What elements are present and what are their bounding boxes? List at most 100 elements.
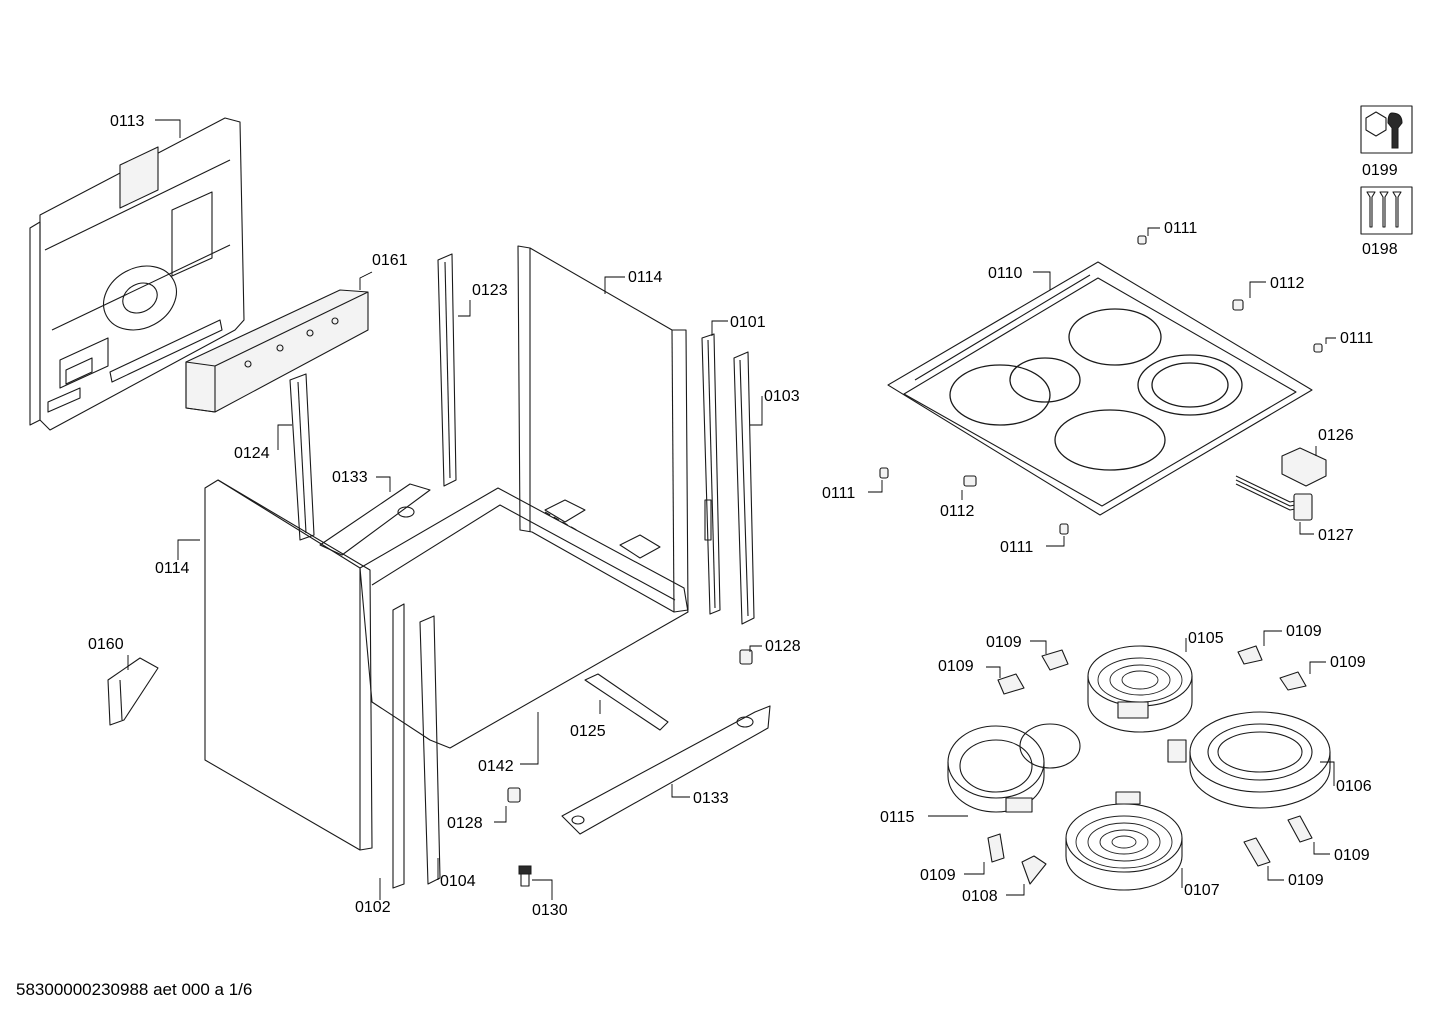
svg-text:0111: 0111 — [1000, 539, 1033, 556]
tool-icon-box[interactable]: 0199 — [1360, 105, 1413, 179]
svg-text:0108: 0108 — [962, 888, 998, 905]
back-panel-part[interactable] — [29, 117, 245, 431]
label-0111-top: 0111 — [1147, 220, 1197, 237]
rail-0123-part[interactable] — [437, 253, 457, 487]
label-0123: 0123 — [458, 282, 508, 317]
rail-0102-part[interactable] — [392, 603, 405, 889]
front-trim-part[interactable] — [185, 289, 369, 413]
clip-0109-a-part[interactable] — [1041, 649, 1069, 671]
label-0127: 0127 — [1299, 522, 1354, 544]
svg-text:0123: 0123 — [472, 282, 508, 299]
wiring-0127-part[interactable] — [1235, 475, 1313, 521]
svg-text:0106: 0106 — [1336, 778, 1372, 795]
label-0130: 0130 — [532, 879, 568, 919]
svg-text:0111: 0111 — [1340, 330, 1373, 347]
clip-0109-e-part[interactable] — [987, 833, 1005, 863]
label-0114-front: 0114 — [155, 539, 200, 577]
svg-text:0107: 0107 — [1184, 882, 1220, 899]
clip-0109-d-part[interactable] — [1279, 671, 1307, 691]
clip-0112-top-part[interactable] — [1232, 299, 1244, 311]
svg-text:0112: 0112 — [940, 503, 975, 520]
clip-0111-top-part[interactable] — [1137, 235, 1147, 245]
radiant-element-0107-part[interactable] — [1065, 791, 1183, 891]
label-0109-b: 0109 — [1263, 623, 1322, 646]
switch-0126-part[interactable] — [1281, 447, 1327, 487]
rail-0101-part[interactable] — [701, 333, 721, 615]
svg-text:0104: 0104 — [440, 873, 476, 890]
clip-0108-part[interactable] — [1021, 855, 1047, 885]
label-0101: 0101 — [711, 314, 766, 336]
clip-0109-f-part[interactable] — [1287, 815, 1313, 843]
svg-text:0111: 0111 — [822, 485, 855, 502]
clip-0112-bottom-part[interactable] — [963, 475, 977, 487]
label-0109-f: 0109 — [1313, 842, 1370, 864]
label-0111-bottom: 0111 — [1000, 536, 1065, 556]
clip-0111-left-part[interactable] — [879, 467, 889, 479]
dual-radiant-element-0115-part[interactable] — [947, 723, 1081, 813]
glass-cooktop-0110-part[interactable] — [887, 261, 1313, 516]
rail-0125-part[interactable] — [584, 673, 669, 731]
wrench-icon — [1365, 111, 1403, 149]
radiant-element-0106-part[interactable] — [1167, 711, 1331, 809]
clip-0109-b-part[interactable] — [1237, 645, 1263, 665]
label-0109-e: 0109 — [920, 862, 985, 884]
side-panel-0114-upper-part[interactable] — [517, 245, 689, 613]
clip-0109-c-part[interactable] — [997, 673, 1025, 695]
label-0113: 0113 — [110, 113, 181, 138]
svg-text:0103: 0103 — [764, 388, 800, 405]
label-0102: 0102 — [355, 878, 391, 916]
label-0133-lower: 0133 — [671, 784, 729, 807]
bracket-0160-part[interactable] — [107, 657, 159, 726]
screws-icon — [1366, 191, 1402, 228]
clip-0128-upper-part[interactable] — [739, 649, 753, 665]
label-0109-c: 0109 — [938, 658, 1001, 678]
svg-text:0109: 0109 — [1334, 847, 1370, 864]
label-0108: 0108 — [962, 884, 1025, 905]
tool-label: 0199 — [1362, 162, 1398, 179]
svg-text:0124: 0124 — [234, 445, 270, 462]
side-panel-0114-front-part[interactable] — [204, 479, 373, 851]
svg-text:0128: 0128 — [447, 815, 483, 832]
svg-text:0142: 0142 — [478, 758, 514, 775]
label-0126: 0126 — [1315, 427, 1354, 456]
clip-0109-g-part[interactable] — [1243, 837, 1271, 867]
svg-text:0128: 0128 — [765, 638, 801, 655]
clip-0111-right-part[interactable] — [1313, 343, 1323, 353]
screws-icon-box[interactable]: 0198 — [1360, 186, 1413, 258]
rail-0103-part[interactable] — [733, 351, 755, 625]
label-0133-upper: 0133 — [332, 469, 391, 492]
label-0128-upper: 0128 — [749, 638, 801, 655]
clip-0111-bottom-part[interactable] — [1059, 523, 1069, 535]
label-0142: 0142 — [478, 712, 539, 775]
svg-text:0125: 0125 — [570, 723, 606, 740]
label-0110: 0110 — [988, 265, 1051, 290]
svg-text:0109: 0109 — [1286, 623, 1322, 640]
label-0112-bottom: 0112 — [940, 490, 975, 520]
svg-text:0109: 0109 — [1288, 872, 1324, 889]
radiant-element-0105-part[interactable] — [1087, 645, 1193, 733]
svg-text:0115: 0115 — [880, 809, 915, 826]
rail-0124-part[interactable] — [289, 373, 315, 541]
label-0112-top: 0112 — [1249, 275, 1305, 298]
foot-0130-part[interactable] — [518, 865, 532, 887]
label-0128-lower: 0128 — [447, 806, 507, 832]
svg-text:0113: 0113 — [110, 113, 145, 130]
rail-0104-part[interactable] — [419, 615, 441, 885]
screws-label: 0198 — [1362, 241, 1398, 258]
label-0111-right: 0111 — [1325, 330, 1373, 347]
label-0105: 0105 — [1185, 630, 1224, 652]
bottom-tray-0142-part[interactable] — [359, 487, 689, 749]
bracket-0133-upper-part[interactable] — [319, 483, 431, 556]
label-0106: 0106 — [1320, 761, 1372, 795]
label-0115: 0115 — [880, 809, 968, 826]
svg-text:0109: 0109 — [1330, 654, 1366, 671]
label-0103: 0103 — [750, 388, 800, 426]
clip-0128-lower-part[interactable] — [507, 787, 521, 803]
label-0107: 0107 — [1181, 868, 1220, 899]
bracket-0133-lower-part[interactable] — [561, 705, 771, 835]
svg-text:0105: 0105 — [1188, 630, 1224, 647]
svg-text:0101: 0101 — [730, 314, 766, 331]
label-0104: 0104 — [437, 858, 476, 890]
svg-text:0109: 0109 — [938, 658, 974, 675]
